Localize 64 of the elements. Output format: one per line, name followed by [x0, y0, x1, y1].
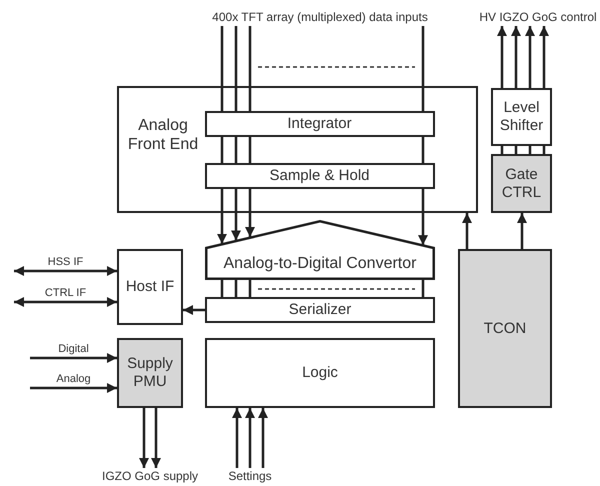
arrow	[30, 383, 117, 393]
block	[205, 297, 435, 323]
block-label: Logic	[302, 364, 338, 382]
block-label: Analog Front End	[127, 116, 199, 154]
connector-line	[422, 26, 424, 111]
block-label: Serializer	[288, 301, 352, 319]
edge-label: CTRL IF	[44, 287, 88, 299]
arrow	[525, 26, 535, 88]
block	[117, 86, 478, 213]
arrow	[418, 189, 428, 246]
connector-line	[542, 146, 546, 154]
connector-line	[500, 146, 504, 154]
block-label: Gate CTRL	[500, 166, 542, 202]
block	[204, 162, 434, 188]
converter-block	[205, 220, 435, 280]
connector-line	[248, 26, 252, 111]
block	[491, 154, 552, 213]
block	[205, 338, 435, 408]
signal-label: HV IGZO GoG control	[476, 8, 600, 26]
connector-line	[220, 137, 224, 163]
arrow	[497, 26, 507, 88]
edge-label: HSS IF	[46, 256, 84, 268]
connector-line	[234, 26, 238, 111]
edge-label: Analog	[55, 373, 92, 385]
connector-line	[248, 137, 252, 163]
connector-line	[528, 146, 532, 154]
block-label: Supply PMU	[126, 355, 174, 391]
arrow	[217, 189, 227, 244]
block-label: TCON	[484, 320, 526, 338]
block	[491, 88, 552, 146]
block-label: Host IF	[126, 278, 174, 296]
arrow	[517, 213, 527, 249]
block-label: Sample & Hold	[269, 166, 370, 184]
arrow	[151, 408, 161, 468]
connector-line	[220, 26, 224, 111]
arrow	[258, 408, 268, 468]
connector-line	[220, 280, 224, 297]
block	[458, 249, 552, 408]
arrow	[462, 213, 472, 249]
arrow	[183, 305, 205, 315]
arrow	[30, 353, 117, 363]
arrow	[14, 266, 117, 276]
connector-line	[248, 280, 252, 297]
arrow	[232, 408, 242, 468]
block-label: Analog-to-Digital Convertor	[222, 254, 418, 274]
block-label: Integrator	[287, 114, 352, 132]
edge-label: Digital	[57, 343, 90, 355]
connector-line	[234, 137, 238, 163]
arrow	[245, 408, 255, 468]
arrow	[245, 189, 255, 238]
block	[204, 110, 434, 136]
arrow	[231, 189, 241, 240]
arrow	[139, 408, 149, 468]
connector-line	[422, 137, 424, 163]
signal-label: 400x TFT array (multiplexed) data inputs	[192, 8, 448, 26]
connector-line	[514, 146, 518, 154]
arrow	[14, 297, 117, 307]
connector-line	[422, 280, 424, 297]
block	[117, 338, 183, 408]
block-label: Level Shifter	[498, 99, 544, 135]
block	[117, 249, 183, 325]
arrow	[511, 26, 521, 88]
arrow	[539, 26, 549, 88]
connector-line	[234, 280, 238, 297]
